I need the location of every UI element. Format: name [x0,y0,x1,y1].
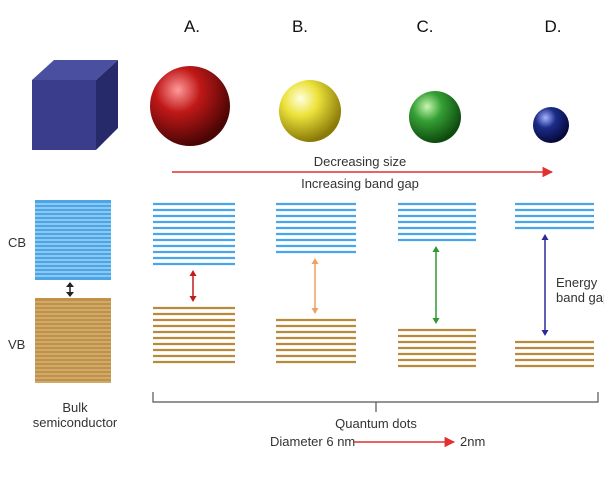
bulk-label-line1: Bulk [62,400,88,415]
column-label-d: D. [545,17,562,36]
quantum-dot-a-gap-arrow [189,270,197,302]
vb-label: VB [8,337,25,352]
quantum-dot-d-gap-arrow [541,234,549,336]
cb-label: CB [8,235,26,250]
diameter-from-label: Diameter 6 nm [270,434,355,449]
quantum-dot-band-levels [153,202,594,368]
quantum-dots-bracket [152,392,599,412]
band-gap-label: band gap [556,290,604,305]
band-gap-arrows [189,234,549,336]
bulk-cube [32,60,118,150]
bulk-valence-band [35,298,111,383]
bulk-label-line2: semiconductor [33,415,118,430]
quantum-dot-c-gap-arrow [432,246,440,324]
quantum-dot-d-sphere [533,107,569,143]
column-label-b: B. [292,17,308,36]
quantum-dot-c-sphere [409,91,461,143]
diameter-to-label: 2nm [460,434,485,449]
quantum-dot-a-sphere [150,66,230,146]
quantum-dots-label: Quantum dots [335,416,417,431]
bulk-band-stripes [35,203,111,383]
bulk-gap-arrow [66,282,74,297]
decreasing-size-label: Decreasing size [314,154,407,169]
energy-label: Energy [556,275,598,290]
increasing-band-gap-label: Increasing band gap [301,176,419,191]
quantum-dot-b-gap-arrow [311,258,319,314]
column-label-c: C. [417,17,434,36]
quantum-dot-b-sphere [279,80,341,142]
column-label-a: A. [184,17,200,36]
